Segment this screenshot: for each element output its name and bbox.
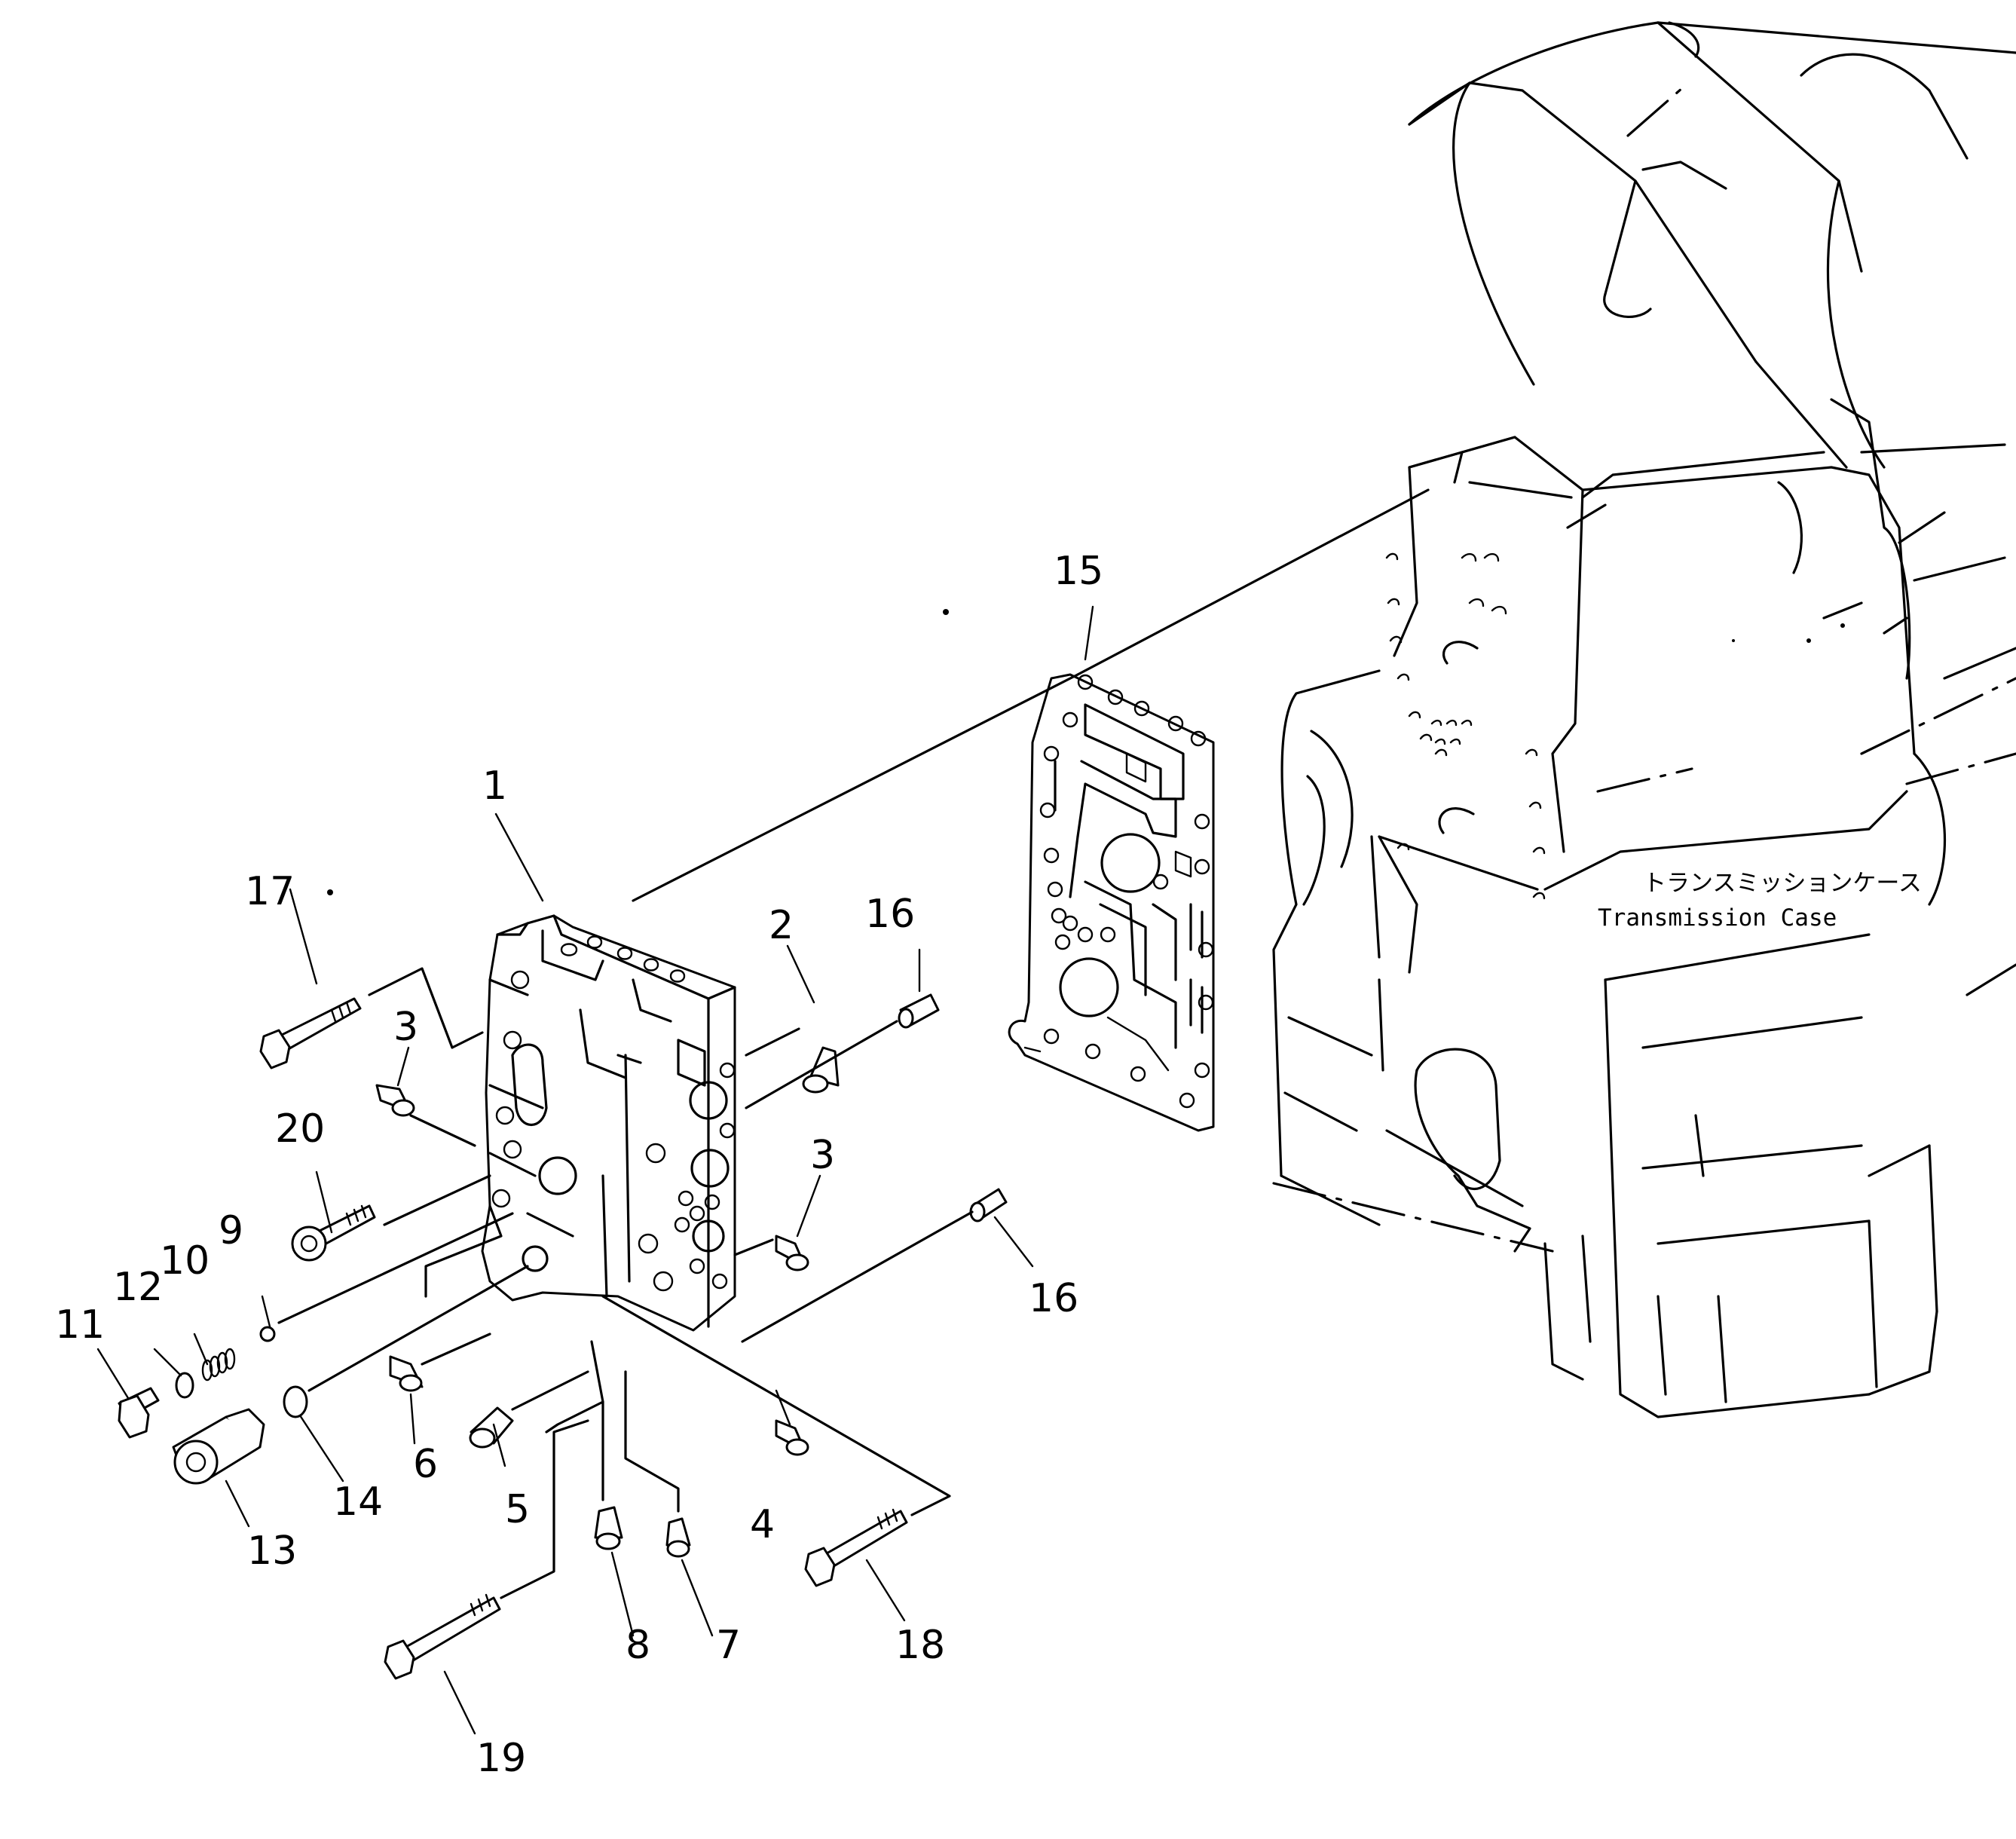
plug-11 — [118, 1387, 160, 1439]
callout-9: 9 — [219, 1208, 243, 1253]
plug-6 — [389, 1355, 424, 1392]
callout-8: 8 — [626, 1623, 650, 1668]
scan-specks — [327, 609, 1845, 895]
transmission-case — [1272, 21, 2016, 1418]
callout-20: 20 — [275, 1106, 325, 1152]
spring-10 — [201, 1348, 236, 1382]
callout-11: 11 — [55, 1302, 105, 1348]
callout-12: 12 — [113, 1265, 163, 1310]
callout-7: 7 — [716, 1623, 741, 1668]
o-ring-14 — [283, 1385, 308, 1418]
plug-5 — [469, 1406, 514, 1449]
callout-4: 4 — [750, 1502, 775, 1547]
case-mounting-holes — [1385, 552, 1546, 900]
callout-19: 19 — [476, 1736, 526, 1781]
plug-4 — [775, 1419, 809, 1456]
callout-17: 17 — [245, 869, 295, 914]
callout-14: 14 — [333, 1479, 383, 1525]
switch-13 — [172, 1408, 265, 1485]
plug-3-lower — [775, 1235, 809, 1271]
gasket-holes — [1039, 674, 1214, 1109]
assembly-lines — [277, 488, 1430, 1599]
callout-5: 5 — [505, 1487, 530, 1532]
callout-15: 15 — [1054, 549, 1103, 594]
bolt-20 — [291, 1204, 376, 1262]
callout-2: 2 — [769, 903, 794, 948]
plug-8 — [594, 1506, 623, 1550]
callout-labels: 1 2 3 3 4 5 6 7 8 9 10 11 12 13 14 15 16… — [55, 549, 1103, 1781]
o-ring-12 — [175, 1372, 194, 1399]
leader-lines — [96, 605, 1094, 1735]
callout-13: 13 — [247, 1528, 297, 1574]
bolt-17 — [259, 997, 362, 1069]
bolt-18 — [804, 1508, 908, 1587]
callout-1: 1 — [482, 763, 507, 809]
callout-16-lower: 16 — [1029, 1276, 1078, 1321]
callout-3-lower: 3 — [810, 1133, 835, 1178]
callout-16-upper: 16 — [865, 892, 915, 937]
valve-body — [481, 914, 736, 1332]
callout-18: 18 — [895, 1623, 945, 1668]
valve-gasket — [1008, 673, 1215, 1132]
callout-10: 10 — [160, 1238, 210, 1284]
callout-6: 6 — [413, 1442, 438, 1487]
plug-2 — [802, 1046, 840, 1094]
plug-3-upper — [375, 1084, 415, 1117]
bolt-19 — [384, 1593, 501, 1680]
case-label-jp: トランスミッションケース — [1643, 870, 1922, 897]
ball-9 — [259, 1326, 276, 1342]
dowel-16-upper — [898, 993, 940, 1029]
callout-3-upper: 3 — [393, 1005, 418, 1050]
case-label-en: Transmission Case — [1598, 904, 1837, 932]
dowel-16-lower — [969, 1188, 1008, 1222]
plug-7 — [665, 1517, 691, 1558]
